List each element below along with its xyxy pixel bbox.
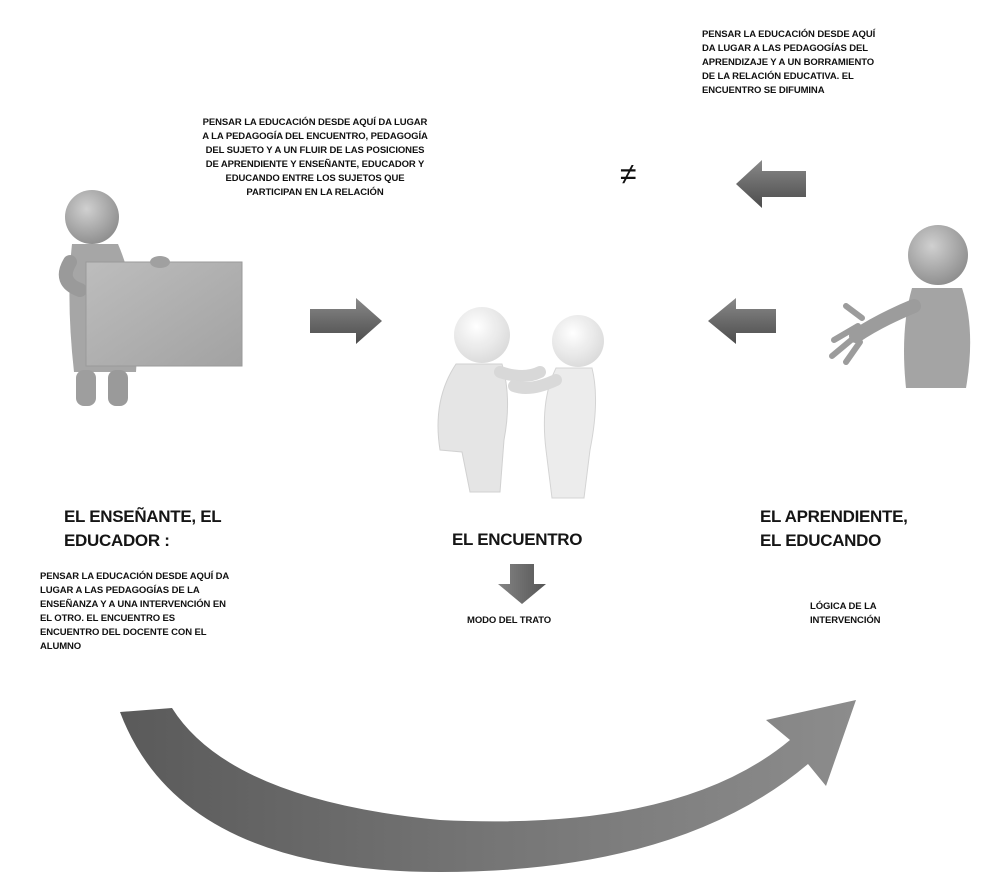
teacher-board	[85, 261, 243, 367]
left-person-head	[454, 307, 510, 363]
arrow-down-encounter	[498, 564, 546, 604]
teacher-leg-right	[108, 370, 128, 406]
learner-arm	[849, 299, 921, 343]
center-heading: EL ENCUENTRO	[452, 530, 583, 549]
encounter-figures	[437, 307, 604, 499]
arrow-left-to-center	[310, 298, 382, 344]
teacher-head	[65, 190, 119, 244]
left-heading: EL ENSEÑANTE, EL EDUCADOR :	[64, 507, 222, 550]
learner-hand	[829, 303, 865, 365]
center-body-text: MODO DEL TRATO	[467, 615, 552, 626]
right-body-text: LÓGICA DE LA INTERVENCIÓN	[810, 601, 881, 626]
top-right-text: PENSAR LA EDUCACIÓN DESDE AQUÍ DA LUGAR …	[702, 29, 876, 96]
left-body-text: PENSAR LA EDUCACIÓN DESDE AQUÍ DA LUGAR …	[40, 571, 230, 652]
left-person-arm	[494, 366, 546, 382]
not-equal-symbol: ≠	[620, 158, 637, 191]
curved-arrow-bottom	[120, 700, 856, 872]
top-center-text: PENSAR LA EDUCACIÓN DESDE AQUÍ DA LUGAR …	[202, 117, 428, 198]
arrow-right-to-center	[708, 298, 776, 344]
right-person-arm	[508, 374, 562, 394]
learner-figure	[829, 225, 971, 388]
right-person-body	[543, 367, 597, 499]
learner-head	[908, 225, 968, 285]
arrow-top-right	[736, 160, 806, 208]
teacher-leg-left	[76, 370, 96, 406]
teacher-arm	[58, 255, 87, 297]
teacher-hand	[150, 256, 170, 268]
learner-body	[904, 288, 971, 388]
teacher-figure	[58, 190, 243, 406]
left-person-body	[437, 363, 509, 493]
right-person-head	[552, 315, 604, 367]
right-heading: EL APRENDIENTE, EL EDUCANDO	[760, 507, 908, 550]
